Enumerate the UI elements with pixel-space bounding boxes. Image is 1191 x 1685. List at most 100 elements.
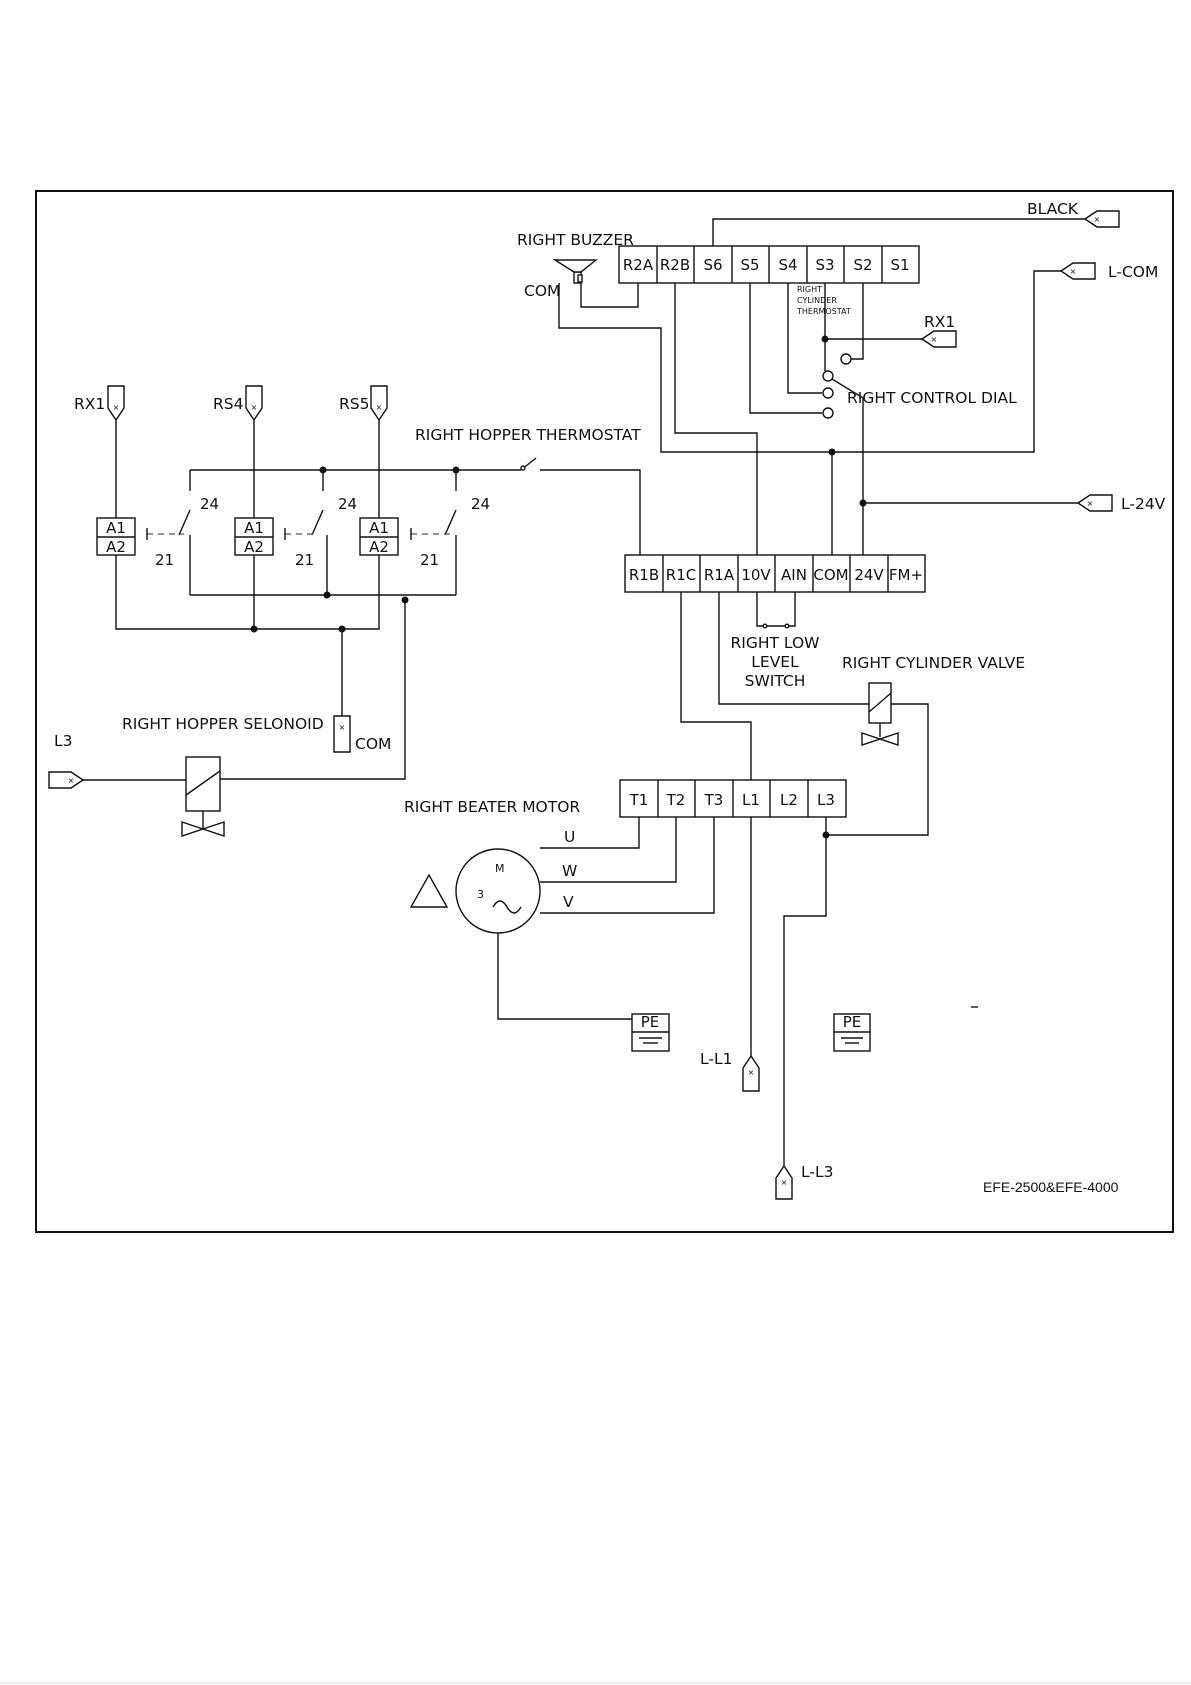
svg-text:×: × (251, 403, 258, 412)
terminal-com: COM (813, 566, 848, 584)
terminal-r2b: R2B (660, 256, 690, 274)
terminal-r2a: R2A (623, 256, 654, 274)
label-phase-w: W (562, 862, 577, 880)
connector-l-com (1059, 262, 1096, 280)
terminal-ain: AIN (781, 566, 807, 584)
label-rs5: RS5 (339, 395, 369, 413)
terminal-l2: L2 (780, 791, 798, 809)
svg-text:3: 3 (477, 888, 484, 901)
label-right-low-level-switch-2: LEVEL (751, 653, 799, 671)
delta-icon (409, 873, 449, 908)
connector-l3 (48, 771, 85, 789)
svg-text:A2: A2 (244, 538, 264, 556)
svg-text:PE: PE (641, 1013, 660, 1031)
terminal-t3: T3 (704, 791, 724, 809)
svg-text:21: 21 (420, 551, 439, 569)
label-phase-u: U (564, 828, 575, 846)
label-right-beater-motor: RIGHT BEATER MOTOR (404, 798, 580, 816)
svg-text:A2: A2 (369, 538, 389, 556)
terminal-t1: T1 (629, 791, 649, 809)
pe-terminal-left: PE (631, 1013, 670, 1052)
connector-rx1-right (920, 330, 957, 348)
svg-text:×: × (376, 403, 383, 412)
hopper-solenoid-icon (181, 756, 225, 837)
terminal-s1: S1 (890, 256, 909, 274)
relay-contacts: 24 21 24 21 24 21 (146, 470, 490, 595)
cylinder-valve-solenoid-icon (861, 682, 899, 746)
model-number: EFE-2500&EFE-4000 (983, 1179, 1119, 1195)
svg-text:×: × (748, 1068, 755, 1077)
label-l-l1: L-L1 (700, 1050, 732, 1068)
label-l3: L3 (54, 732, 73, 750)
connector-rx1 (107, 385, 125, 422)
label-right-buzzer: RIGHT BUZZER (517, 231, 634, 249)
label-right-cylinder-thermostat-1: RIGHT (797, 285, 822, 294)
svg-text:×: × (781, 1178, 788, 1187)
svg-text:24: 24 (200, 495, 219, 513)
label-right-hopper-thermostat: RIGHT HOPPER THERMOSTAT (415, 426, 641, 444)
connector-l-l3 (775, 1164, 793, 1200)
label-l-l3: L-L3 (801, 1163, 833, 1181)
terminal-24v: 24V (854, 566, 884, 584)
terminal-fm-plus: FM+ (889, 566, 923, 584)
terminal-s3: S3 (815, 256, 834, 274)
svg-text:×: × (1094, 215, 1101, 224)
terminal-block-top: R2A R2B S6 S5 S4 S3 S2 S1 (618, 245, 920, 284)
svg-text:A1: A1 (369, 519, 389, 537)
label-l-24v: L-24V (1121, 495, 1166, 513)
svg-text:21: 21 (295, 551, 314, 569)
terminal-block-mid: R1B R1C R1A 10V AIN COM 24V FM+ (624, 554, 926, 593)
svg-text:24: 24 (338, 495, 357, 513)
svg-text:×: × (1070, 267, 1077, 276)
svg-text:21: 21 (155, 551, 174, 569)
svg-text:×: × (68, 776, 75, 785)
svg-text:24: 24 (471, 495, 490, 513)
diagram-frame (35, 190, 1174, 1233)
connector-rs4 (245, 385, 263, 422)
svg-text:A2: A2 (106, 538, 126, 556)
svg-text:A1: A1 (106, 519, 126, 537)
label-right-cylinder-thermostat-2: CYLINDER (797, 296, 837, 305)
label-right-low-level-switch-1: RIGHT LOW (730, 634, 819, 652)
terminal-s6: S6 (703, 256, 722, 274)
label-com: COM (355, 735, 391, 753)
svg-text:×: × (1087, 499, 1094, 508)
terminal-10v: 10V (741, 566, 771, 584)
terminal-l3: L3 (817, 791, 835, 809)
connector-l-24v (1076, 494, 1113, 512)
terminal-t2: T2 (666, 791, 686, 809)
label-phase-v: V (563, 893, 574, 911)
terminal-s2: S2 (853, 256, 872, 274)
connector-rs5 (370, 385, 388, 422)
label-right-cylinder-valve: RIGHT CYLINDER VALVE (842, 654, 1025, 672)
buzzer-icon (552, 259, 598, 284)
terminal-s4: S4 (778, 256, 797, 274)
pe-terminal-right: PE (833, 1013, 871, 1052)
svg-text:×: × (339, 723, 346, 732)
label-l-com: L-COM (1108, 263, 1158, 281)
label-rx1-right: RX1 (924, 313, 955, 331)
label-right-cylinder-thermostat-3: THERMOSTAT (796, 307, 851, 316)
terminal-s5: S5 (740, 256, 759, 274)
motor-icon: M 3 (455, 848, 541, 934)
terminal-r1b: R1B (629, 566, 659, 584)
label-rs4: RS4 (213, 395, 243, 413)
label-right-control-dial: RIGHT CONTROL DIAL (847, 389, 1017, 407)
svg-text:PE: PE (843, 1013, 862, 1031)
label-buzzer-com: COM (524, 282, 560, 300)
label-black: BLACK (1027, 200, 1079, 218)
terminal-block-bottom: T1 T2 T3 L1 L2 L3 (619, 779, 847, 818)
relay-coil-3: A1 A2 (359, 517, 399, 556)
svg-text:×: × (113, 403, 120, 412)
connector-l-l1 (742, 1054, 760, 1092)
svg-text:M: M (495, 862, 505, 875)
label-right-low-level-switch-3: SWITCH (745, 672, 806, 690)
connector-com (333, 715, 351, 753)
svg-text:A1: A1 (244, 519, 264, 537)
relay-coil-1: A1 A2 (96, 517, 136, 556)
svg-text:×: × (931, 335, 938, 344)
connector-black (1083, 210, 1120, 228)
label-rx1: RX1 (74, 395, 105, 413)
terminal-r1a: R1A (704, 566, 735, 584)
